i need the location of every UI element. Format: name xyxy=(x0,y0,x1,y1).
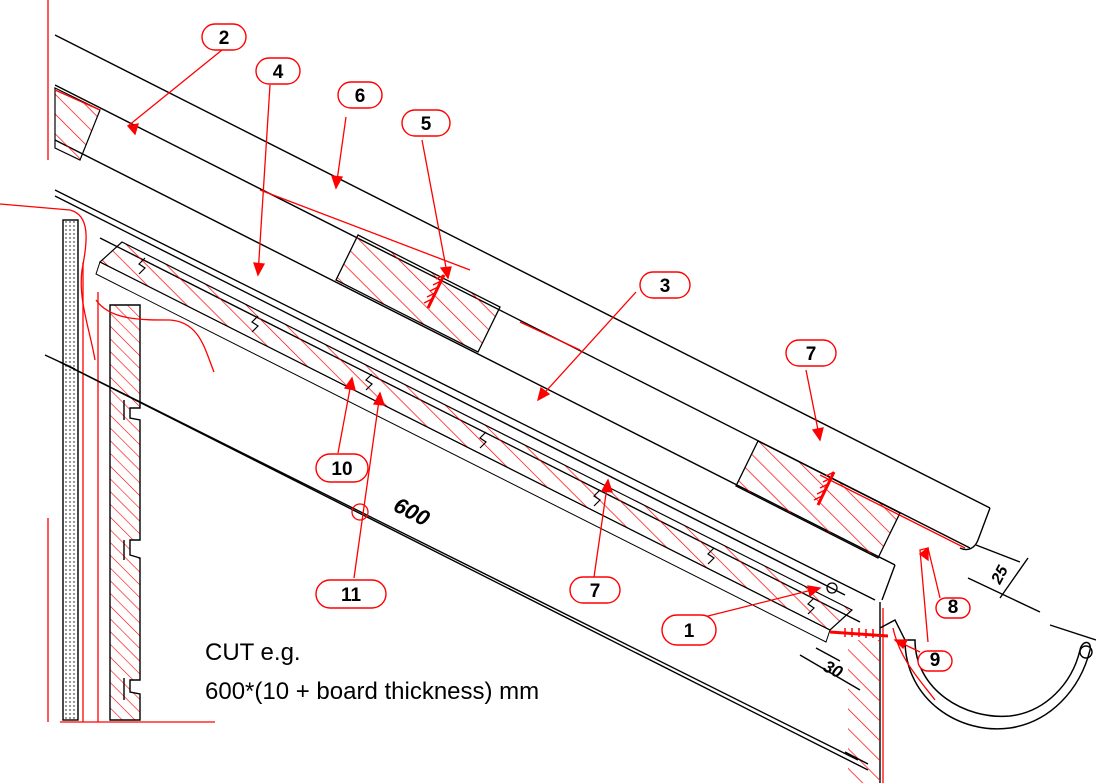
svg-text:9: 9 xyxy=(930,650,941,671)
note-line-2: 600*(10 + board thickness) mm xyxy=(205,678,539,705)
svg-text:11: 11 xyxy=(341,585,362,606)
callout-7-lower: 7 xyxy=(569,576,621,604)
callout-6: 6 xyxy=(337,81,383,109)
callout-10: 10 xyxy=(315,453,369,483)
svg-text:6: 6 xyxy=(355,86,366,107)
batten-2 xyxy=(735,440,901,559)
callout-7-upper: 7 xyxy=(785,339,837,367)
svg-text:10: 10 xyxy=(331,459,352,480)
svg-text:7: 7 xyxy=(590,581,601,602)
svg-text:2: 2 xyxy=(219,28,230,49)
callout-8: 8 xyxy=(935,597,971,619)
rafter-board-lower xyxy=(95,261,831,643)
svg-text:4: 4 xyxy=(273,62,284,83)
callout-11: 11 xyxy=(315,579,387,609)
dimension-25-label: 25 xyxy=(988,562,1012,588)
batten-screw-1 xyxy=(423,274,446,309)
callout-9: 9 xyxy=(917,650,953,672)
svg-text:1: 1 xyxy=(684,621,695,642)
batten-1 xyxy=(335,234,501,353)
callout-1: 1 xyxy=(661,614,717,646)
batten-screw-2 xyxy=(813,471,836,506)
callout-2: 2 xyxy=(201,23,247,51)
svg-text:3: 3 xyxy=(660,276,671,297)
svg-text:7: 7 xyxy=(806,344,817,365)
callout-4: 4 xyxy=(255,57,301,85)
dimension-30-label: 30 xyxy=(820,657,846,683)
callout-3: 3 xyxy=(639,271,691,299)
board-joints xyxy=(138,257,815,615)
dimension-600-label: 600 xyxy=(390,492,435,531)
note-line-1: CUT e.g. xyxy=(205,639,301,666)
dimension-25: 25 xyxy=(967,544,1041,613)
wall-insulation-board xyxy=(62,219,79,721)
svg-text:5: 5 xyxy=(421,114,432,135)
rain-gutter xyxy=(904,639,1091,730)
svg-text:8: 8 xyxy=(948,597,959,618)
leader-lines xyxy=(126,49,941,653)
wall-cladding-boards xyxy=(109,304,141,721)
top-batten xyxy=(54,87,101,161)
callout-5: 5 xyxy=(401,109,451,137)
eave-fascia xyxy=(826,582,906,783)
wall-assembly xyxy=(0,0,215,723)
